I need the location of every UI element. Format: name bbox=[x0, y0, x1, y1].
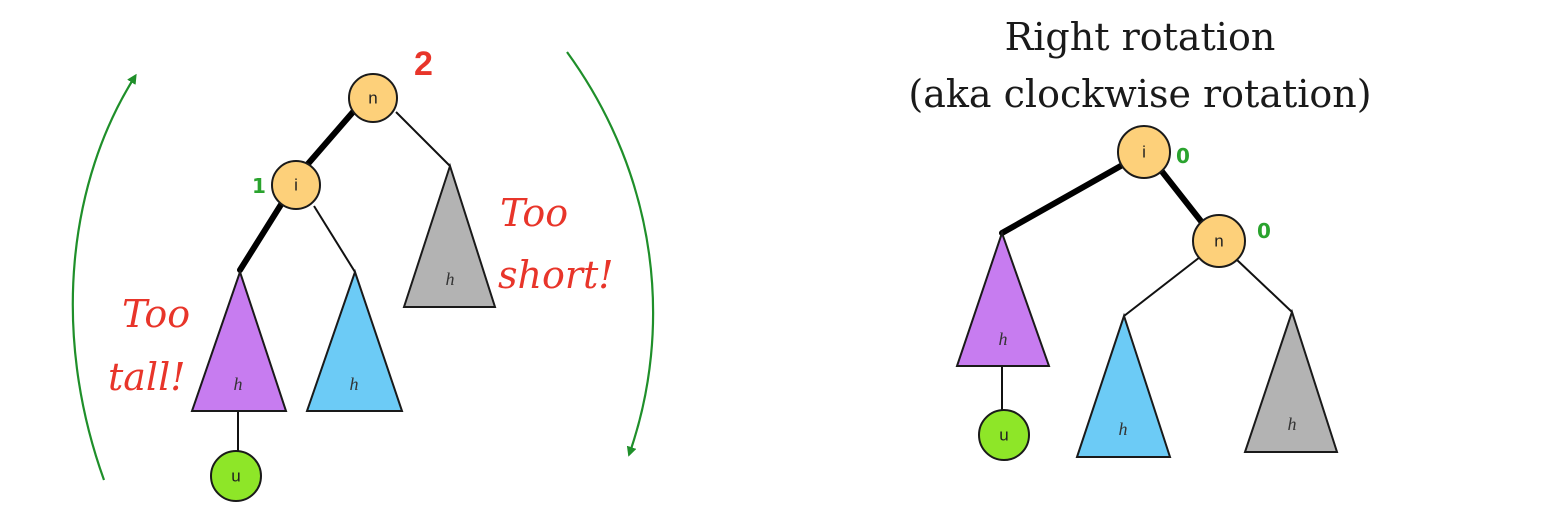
subtree-blue-label: h bbox=[350, 374, 359, 394]
subtree-purple bbox=[955, 229, 1051, 367]
balance-n: 2 bbox=[414, 45, 433, 83]
annotation-too-short-line1: Too bbox=[500, 191, 568, 235]
edge-n-to-gray-subtree bbox=[395, 111, 451, 167]
node-n bbox=[1192, 214, 1246, 268]
edge-i-to-purple-subtree bbox=[237, 200, 285, 273]
node-n-label: n bbox=[1214, 232, 1223, 251]
right-tree: Right rotation (aka clockwise rotation) … bbox=[908, 15, 1372, 461]
node-u-label: u bbox=[231, 467, 240, 486]
annotation-too-short-line2: short! bbox=[498, 253, 614, 297]
subtree-purple bbox=[190, 268, 288, 412]
subtree-blue bbox=[305, 268, 404, 412]
edge-i-to-blue-subtree bbox=[313, 205, 356, 273]
edge-n-to-i bbox=[304, 109, 356, 168]
node-u bbox=[978, 409, 1030, 461]
edge-i-to-n bbox=[1157, 166, 1207, 228]
edge-i-to-purple-subtree bbox=[999, 160, 1129, 236]
edge-n-to-blue-subtree bbox=[1123, 256, 1201, 317]
edge-n-to-gray-subtree bbox=[1235, 258, 1293, 313]
subtree-blue-label: h bbox=[1119, 419, 1128, 439]
annotation-too-tall-line2: tall! bbox=[108, 355, 186, 399]
balance-i: 1 bbox=[252, 174, 266, 198]
subtree-gray-label: h bbox=[446, 269, 455, 289]
title-line2: (aka clockwise rotation) bbox=[908, 72, 1371, 116]
left-rotation-up-arrow bbox=[71, 73, 137, 481]
annotation-too-tall-line1: Too bbox=[122, 292, 190, 336]
node-n bbox=[348, 73, 398, 123]
subtree-purple-label: h bbox=[234, 374, 243, 394]
node-i-label: i bbox=[1142, 143, 1146, 162]
node-n-label: n bbox=[368, 89, 377, 108]
node-u-label: u bbox=[999, 426, 1008, 445]
title-line1: Right rotation bbox=[1005, 15, 1276, 59]
subtree-blue bbox=[1075, 312, 1172, 458]
subtree-gray bbox=[1243, 308, 1339, 453]
right-rotation-down-arrow bbox=[566, 51, 655, 457]
subtree-gray-label: h bbox=[1288, 414, 1297, 434]
node-i bbox=[1117, 125, 1171, 179]
node-i-label: i bbox=[294, 176, 298, 195]
subtree-purple-label: h bbox=[999, 329, 1008, 349]
subtree-gray bbox=[402, 162, 497, 308]
node-u bbox=[210, 450, 262, 502]
balance-n: 0 bbox=[1257, 219, 1271, 243]
balance-i: 0 bbox=[1176, 144, 1190, 168]
left-tree: h h h n i u 2 1 Too tall! Too short! bbox=[71, 45, 655, 502]
node-i bbox=[271, 160, 321, 210]
